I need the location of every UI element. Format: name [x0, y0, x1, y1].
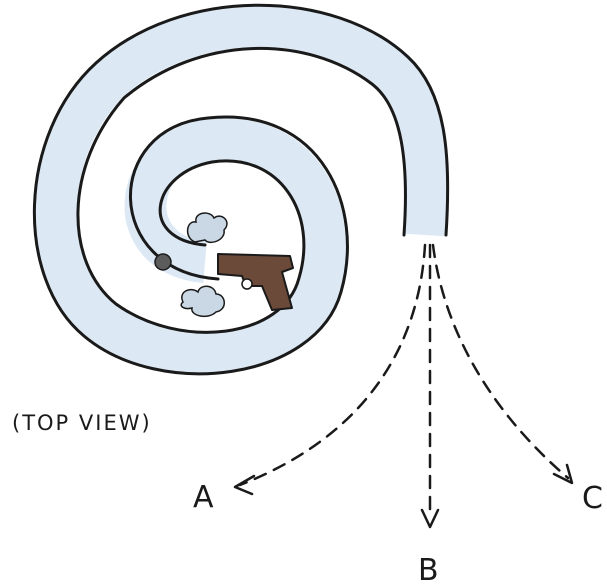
label-b: B — [418, 553, 439, 588]
arrow-heads — [235, 465, 572, 527]
gun-icon — [218, 254, 293, 310]
top-view-label: (TOP VIEW) — [12, 411, 152, 435]
ball-icon — [155, 254, 171, 270]
label-c: C — [582, 481, 603, 516]
trajectory-c — [433, 245, 568, 478]
spiral-tube-fill — [56, 26, 426, 353]
arrowhead-b — [422, 510, 438, 527]
arrowhead-a — [235, 476, 254, 494]
trajectories — [240, 245, 568, 515]
label-a: A — [193, 480, 214, 515]
